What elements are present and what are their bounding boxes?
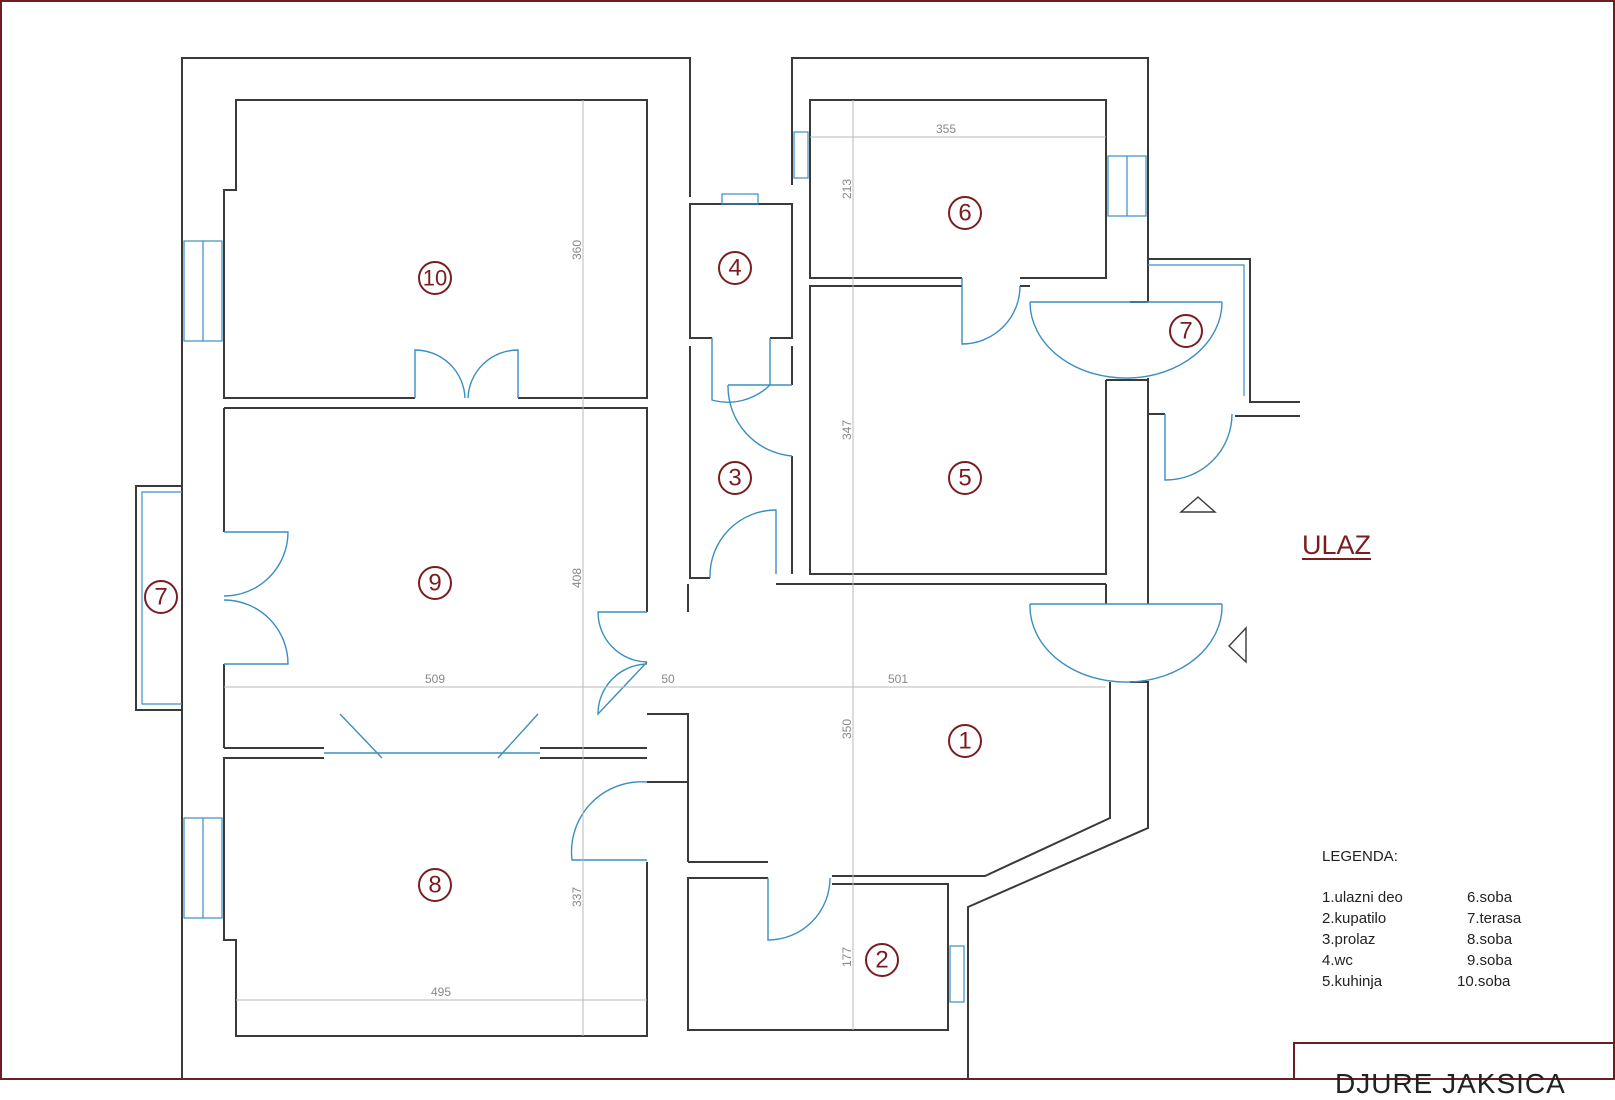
room-marker-7-left: 7 [144,580,178,614]
legend-item: 9.soba [1467,952,1513,969]
entrance-arrows [1179,496,1247,664]
door-room3-upper [727,384,793,457]
dim-337: 337 [570,887,584,907]
legend-title: LEGENDA: [1322,848,1398,865]
dim-495: 495 [431,985,451,999]
room-1-bottom-right [832,682,1111,877]
legend: LEGENDA: 1.ulazni deo 6.soba 2.kupatilo … [1322,848,1562,990]
room-marker-3: 3 [718,461,752,495]
legend-grid: 1.ulazni deo 6.soba 2.kupatilo 7.terasa … [1322,889,1562,990]
pillar [647,713,689,783]
svg-text:1: 1 [958,728,971,755]
legend-item: 6.soba [1467,889,1513,906]
dim-347: 347 [840,420,854,440]
windows [183,131,1147,1003]
dim-501: 501 [888,672,908,686]
legend-item: 7.terasa [1467,910,1522,927]
terrace-left-outline [135,485,182,711]
door-room10-left [414,349,466,399]
window-room4 [721,193,759,205]
svg-text:9: 9 [428,570,441,597]
door-hall-right [1164,413,1233,481]
legend-item: 1.ulazni deo [1322,889,1403,906]
room-marker-1: 1 [948,724,982,758]
street-name-box: DJURE JAKSICA [1293,1042,1615,1099]
room-marker-10: 10 [418,261,452,295]
room-marker-8: 8 [418,868,452,902]
outer-walls [135,57,1300,1080]
room-9-wall [224,407,648,612]
room-marker-9: 9 [418,566,452,600]
svg-text:2: 2 [875,947,888,974]
dim-509: 509 [425,672,445,686]
door-terrace-left-bottom [223,599,289,665]
dim-355: 355 [936,122,956,136]
entrance-label: ULAZ [1302,530,1372,560]
legend-item: 4.wc [1322,952,1353,969]
terrace-right-outline [1148,258,1300,403]
room-marker-5: 5 [948,461,982,495]
arrow-left-icon [1228,626,1247,664]
door-sliding-right [497,713,539,759]
outer-wall-left-block [181,57,1149,1080]
dim-177: 177 [840,947,854,967]
legend-item: 8.soba [1467,931,1513,948]
svg-text:3: 3 [728,465,741,492]
legend-item: 3.prolaz [1322,931,1376,948]
dimension-lines: 355 213 360 347 408 509 50 501 350 337 4… [224,100,1106,1036]
room-6-wall [809,99,1107,279]
dim-213: 213 [840,179,854,199]
room-8-wall [223,757,648,1037]
svg-text:4: 4 [728,255,741,282]
outer-wall-top-right [791,57,1149,302]
room-marker-7-right: 7 [1169,314,1203,348]
door-room9 [597,611,648,716]
svg-text:7: 7 [1179,318,1192,345]
room-marker-6: 6 [948,196,982,230]
room-5-wall [809,285,1107,575]
svg-text:6: 6 [958,200,971,227]
room-markers: 1 2 3 4 5 6 7 7 8 9 10 [144,196,1203,977]
room-walls [223,99,1165,1037]
door-room2 [767,877,831,941]
svg-text:8: 8 [428,872,441,899]
room-10-wall [223,99,648,399]
door-terrace-right [1029,301,1223,379]
door-room8 [570,781,648,861]
room-marker-4: 4 [718,251,752,285]
legend-item: 2.kupatilo [1322,910,1387,927]
room-2-wall [687,877,949,1031]
svg-text:10: 10 [423,266,447,291]
door-terrace-left-top [223,531,289,597]
door-room4 [711,338,771,403]
legend-item: 10.soba [1457,973,1511,990]
door-room3-lower [709,509,777,579]
dim-50: 50 [661,672,675,686]
door-room6 [961,278,1021,345]
legend-item: 5.kuhinja [1322,973,1383,990]
room-marker-2: 2 [865,943,899,977]
room-3-wall [689,346,710,579]
terrace-left-rail [141,491,182,705]
door-entrance [1029,603,1223,683]
terrace-right-rail [1148,264,1245,396]
door-sliding-left [339,713,383,759]
window-room6-left [793,131,809,179]
dim-360: 360 [570,240,584,260]
dim-408: 408 [570,568,584,588]
arrow-up-icon [1179,496,1217,513]
window-room2 [949,945,965,1003]
dim-350: 350 [840,719,854,739]
doors [223,278,1233,941]
door-room10-right [467,349,519,399]
svg-text:5: 5 [958,465,971,492]
street-name: DJURE JAKSICA [1335,1068,1566,1099]
svg-text:7: 7 [154,584,167,611]
